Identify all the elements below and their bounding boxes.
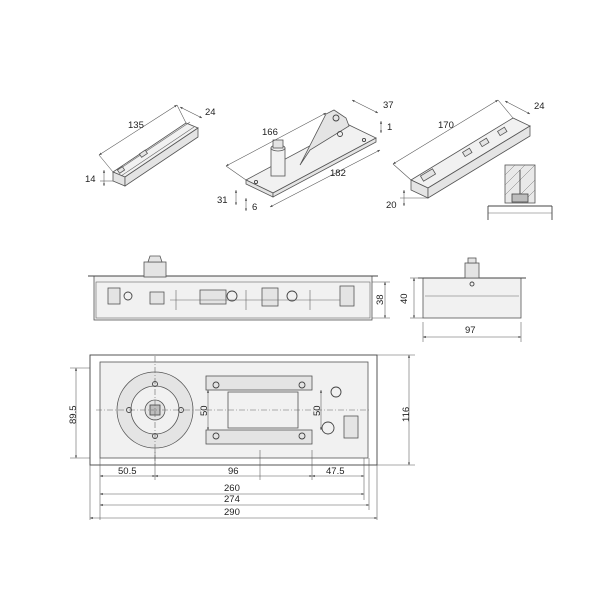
spindle-end [464, 262, 480, 279]
dim-290: 290 [224, 507, 240, 518]
valve-screw [330, 386, 342, 398]
dim-38: 38 [375, 294, 386, 305]
dim-170: 170 [438, 120, 454, 131]
bottom-strap-view: 170 24 20 [386, 99, 545, 211]
dim-14: 14 [85, 174, 96, 185]
dim-50-5: 50.5 [118, 466, 137, 477]
door-pivot-detail [487, 164, 553, 220]
insert-channel-view: 135 24 14 [85, 104, 216, 187]
pivot-shoe [511, 193, 529, 203]
cover-plate-outline [89, 354, 378, 466]
dim-182: 182 [330, 168, 346, 179]
dim-20: 20 [386, 200, 397, 211]
dim-96: 96 [228, 466, 239, 477]
spring-cylinder-top [205, 375, 313, 391]
dim-97: 97 [465, 325, 476, 336]
dim-6: 6 [252, 202, 257, 213]
dim-274: 274 [224, 494, 240, 505]
dim-31: 31 [217, 195, 228, 206]
dim-1: 1 [387, 122, 392, 133]
top-pivot-view: 166 182 37 1 31 6 [217, 99, 394, 213]
closer-body-side [93, 275, 373, 321]
channel-top-face [112, 122, 199, 178]
closer-body-end [422, 277, 522, 319]
spring-cylinder-bottom [205, 429, 313, 445]
dim-135: 135 [128, 120, 144, 131]
side-view: 38 [88, 255, 390, 321]
dim-260: 260 [224, 483, 240, 494]
dim-166: 166 [262, 127, 278, 138]
dim-47-5: 47.5 [326, 466, 345, 477]
dim-40: 40 [399, 293, 410, 304]
dim-89-5: 89.5 [68, 406, 79, 425]
dim-24-a: 24 [205, 107, 216, 118]
plan-view: 89.5 116 50 50 50.5 96 47.5 260 274 290 [68, 354, 415, 520]
dim-50-b: 50 [312, 405, 323, 416]
pivot-spindle [270, 147, 286, 177]
dim-116: 116 [401, 407, 412, 422]
spindle-top [143, 261, 167, 278]
strap-slot [419, 168, 437, 182]
dim-24-b: 24 [534, 101, 545, 112]
side-mechanism [107, 285, 355, 310]
dim-37: 37 [383, 100, 394, 111]
dim-50-a: 50 [199, 405, 210, 416]
end-view: 40 97 [399, 257, 526, 342]
